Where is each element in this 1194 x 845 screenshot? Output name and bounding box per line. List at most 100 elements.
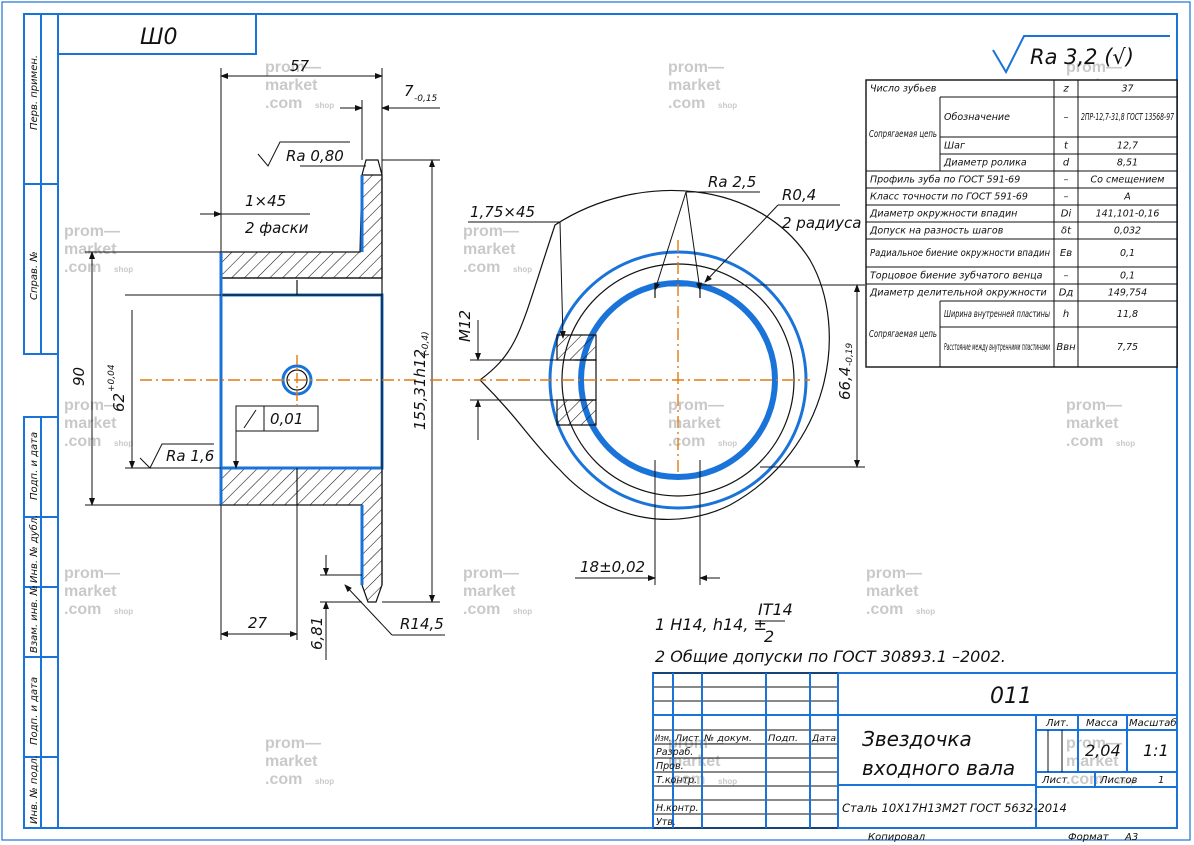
watermark-line3: .com — [64, 601, 101, 618]
technical-notes: 1 H14, h14, ± IT14 2 2 Общие допуски по … — [655, 600, 1006, 666]
side-label-perv: Перв. примен. — [29, 55, 40, 130]
dim-62-tol: +0,04 — [107, 364, 117, 392]
param-name: Число зубьев — [870, 84, 937, 95]
tb-material: Сталь 10Х17Н13М2Т ГОСТ 5632-2014 — [842, 801, 1067, 815]
tb-sheets-label: Листов — [1099, 775, 1137, 786]
watermark-line3: .com — [1066, 771, 1103, 788]
param-symbol: z — [1062, 84, 1069, 95]
tb-col-header: Лист — [674, 734, 700, 744]
watermark-shop: shop — [1116, 777, 1135, 786]
dim-r04: R0,4 — [782, 186, 816, 204]
front-view — [430, 190, 830, 520]
param-value: 12,7 — [1117, 141, 1138, 152]
note-1-num: IT14 — [758, 600, 793, 619]
tb-role: Утв. — [656, 817, 676, 828]
dim-155-tol: (-0,4) — [421, 331, 431, 356]
side-label-vzam: Взам. инв. № — [29, 585, 40, 653]
param-value: 11,8 — [1117, 309, 1138, 320]
param-value: 141,101-0,16 — [1096, 209, 1160, 220]
param-name: Диаметр ролика — [943, 158, 1027, 169]
dim-664: 66,4 — [836, 367, 854, 400]
watermark-shop: shop — [1116, 439, 1135, 448]
watermark-line3: .com — [64, 433, 101, 450]
dim-90: 90 — [70, 367, 88, 386]
side-label-inv-dubl: Инв. № дубл. — [28, 515, 40, 583]
left-dimensions — [85, 68, 445, 660]
watermark-shop: shop — [718, 439, 737, 448]
tb-col-header: Подп. — [768, 734, 798, 744]
watermark-line1: prom— — [866, 565, 922, 582]
watermark-line2: market — [64, 583, 117, 600]
param-value: Со смещением — [1091, 175, 1165, 186]
watermark-line2: market — [463, 583, 516, 600]
watermark-line1: prom— — [668, 397, 724, 414]
dim-27: 27 — [248, 614, 268, 632]
watermark-shop: shop — [114, 265, 133, 274]
param-symbol: d — [1063, 158, 1070, 169]
param-name: Профиль зуба по ГОСТ 591-69 — [870, 175, 1020, 186]
side-label-podp1: Подп. и дата — [29, 432, 40, 500]
watermark-line1: prom— — [265, 735, 321, 752]
tb-sheet-label: Лист — [1041, 775, 1069, 786]
dim-175x45: 1,75×45 — [470, 203, 535, 221]
dim-681: 6,81 — [308, 617, 326, 650]
front-dimensions — [468, 191, 865, 585]
tb-role: Т.контр. — [656, 775, 697, 786]
param-value: 149,754 — [1108, 288, 1147, 299]
dim-2-fasks: 2 фаски — [245, 219, 309, 237]
watermark-line3: .com — [1066, 433, 1103, 450]
title-block-text: 011 Звездочка входного вала Сталь 10Х17Н… — [842, 684, 1177, 843]
param-name: Диаметр окружности впадин — [869, 209, 1017, 220]
left-dimension-labels: 57 7 -0,15 Ra 0,80 1×45 2 фаски 90 62 +0… — [70, 57, 444, 650]
note-2: 2 Общие допуски по ГОСТ 30893.1 –2002. — [655, 647, 1006, 666]
param-symbol: Dд — [1059, 288, 1074, 299]
watermark-line3: .com — [64, 259, 101, 276]
tb-format-label: Формат — [1068, 832, 1110, 843]
side-label-inv-podl: Инв. № подл. — [29, 755, 40, 824]
dim-2-radii: 2 радиуса — [782, 214, 861, 232]
param-symbol: – — [1064, 112, 1069, 123]
side-labels: Перв. примен. Справ. № Подп. и дата Инв.… — [28, 55, 40, 824]
tb-scale-label: Масштаб — [1129, 717, 1177, 729]
dim-155: 155,31h12 — [411, 349, 429, 430]
dim-ra16: Ra 1,6 — [166, 447, 214, 465]
tb-role: Разраб. — [656, 747, 693, 758]
watermark-line1: prom— — [463, 565, 519, 582]
dim-7-tol: -0,15 — [414, 94, 438, 104]
watermark-line1: prom— — [1066, 59, 1122, 76]
watermark-line2: market — [668, 77, 721, 94]
watermark-line2: market — [668, 753, 721, 770]
watermark-shop: shop — [315, 777, 334, 786]
watermark-shop: shop — [315, 101, 334, 110]
watermark-line1: prom— — [1066, 735, 1122, 752]
param-name: Ширина внутренней пластины — [944, 309, 1050, 320]
param-name: Шаг — [944, 141, 966, 152]
dim-ra080: Ra 0,80 — [286, 147, 344, 165]
param-group: Сопрягаемая цепь — [869, 329, 937, 340]
tb-format: А3 — [1124, 832, 1138, 843]
param-value: 0,1 — [1120, 248, 1135, 259]
watermark-line2: market — [265, 77, 318, 94]
watermark-line2: market — [463, 241, 516, 258]
note-1-den: 2 — [764, 627, 774, 646]
watermark-line3: .com — [668, 771, 705, 788]
tb-scale: 1:1 — [1143, 741, 1169, 760]
tb-mass-label: Масса — [1086, 718, 1118, 729]
param-value: А — [1123, 192, 1131, 203]
watermark-line3: .com — [463, 259, 500, 276]
watermark-line2: market — [866, 583, 919, 600]
watermark-line2: market — [265, 753, 318, 770]
param-value: 7,75 — [1117, 342, 1138, 353]
param-symbol: – — [1064, 271, 1069, 282]
roughness-general-label: Ra 3,2 (√) — [1030, 45, 1134, 69]
tb-sheets: 1 — [1158, 775, 1164, 786]
watermark-shop: shop — [718, 777, 737, 786]
side-label-sprav: Справ. № — [29, 251, 40, 300]
general-roughness: Ra 3,2 (√) — [992, 35, 1170, 75]
tb-role: Пров. — [656, 761, 684, 772]
top-code: Ш0 — [140, 25, 178, 50]
watermark-line3: .com — [866, 601, 903, 618]
